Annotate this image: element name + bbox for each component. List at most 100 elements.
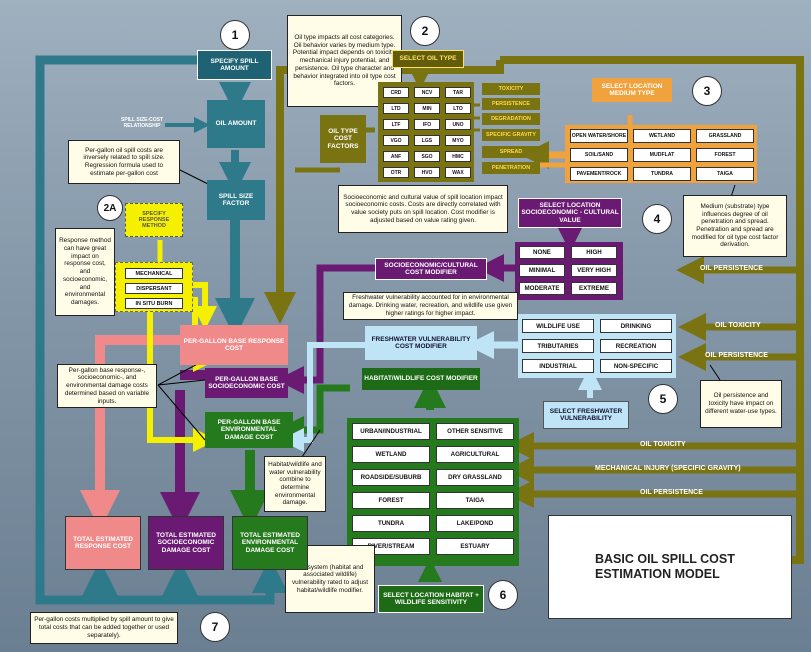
per-gallon-socio-box: PER-GALLON BASE SOCIOECONOMIC COST [205,368,288,398]
oil-type-cell: NCV [414,87,440,98]
medium-note: Medium (substrate) type influences degre… [683,195,787,257]
medium-type-cell: SOIL/SAND [570,148,628,162]
habitat-cell: ESTUARY [436,538,514,555]
oil-type-cell: HVO [414,167,440,178]
habitat-cell: WETLAND [352,446,430,463]
diagram-title: BASIC OIL SPILL COST ESTIMATION MODEL [595,552,735,581]
response-method-cell: MECHANICAL [125,268,183,279]
socio-value-cell: NONE [519,246,565,259]
oil-type-cell: OTR [383,167,409,178]
oil-property-tag: PERSISTENCE [482,98,540,110]
freshwater-use-cell: DRINKING [600,319,672,333]
step-6: 6 [488,580,518,610]
oil-type-cell: VGO [383,135,409,146]
step-2: 2 [410,16,440,46]
oil-type-cell: IFO [414,119,440,130]
habitat-cell: TUNDRA [352,515,430,532]
flow-mech-injury: MECHANICAL INJURY (SPECIFIC GRAVITY) [595,465,741,472]
select-location-socio-box: SELECT LOCATION SOCIOECONOMIC - CULTURAL… [518,198,622,228]
oil-property-tag: PENETRATION [482,162,540,174]
medium-type-cell: OPEN WATER/SHORE [570,129,628,143]
per-gallon-env-box: PER-GALLON BASE ENVIRONMENTAL DAMAGE COS… [205,412,293,448]
response-note: Response method can have great impact on… [55,228,115,316]
oil-type-cell: CRD [383,87,409,98]
spill-size-cost-label: SPILL SIZE-COST RELATIONSHIP [120,117,164,129]
habitat-cell: FOREST [352,492,430,509]
oil-amount-box: OIL AMOUNT [207,100,265,148]
total-socio-box: TOTAL ESTIMATED SOCIOECONOMIC DAMAGE COS… [148,516,224,570]
flow-oil-persistence-1: OIL PERSISTENCE [700,265,763,272]
select-oil-type-box: SELECT OIL TYPE [392,50,464,68]
specify-spill-amount-box: SPECIFY SPILL AMOUNT [197,50,272,80]
title-box: BASIC OIL SPILL COST ESTIMATION MODEL [548,515,792,619]
oil-type-cost-factors-box: OIL TYPE COST FACTORS [320,115,366,163]
medium-type-cell: PAVEMENT/ROCK [570,167,628,181]
response-method-panel: MECHANICAL DISPERSANT IN SITU BURN [115,262,193,312]
freshwater-use-cell: RECREATION [600,339,672,353]
socio-value-cell: EXTREME [571,282,617,295]
habitat-cell: TAIGA [436,492,514,509]
medium-type-cell: FOREST [696,148,754,162]
persist-tox-note: Oil persistence and toxicity have impact… [700,380,782,428]
oil-type-cell: LTO [445,103,471,114]
medium-type-cell: GRASSLAND [696,129,754,143]
step-4: 4 [642,204,672,234]
oil-type-cell: HMC [445,151,471,162]
oil-type-cell: TAR [445,87,471,98]
habitat-panel: URBAN/INDUSTRIAL OTHER SENSITIVE WETLAND AG… [347,418,519,566]
freshwater-note: Freshwater vulnerability accounted for i… [343,292,518,320]
socio-note: Socioeconomic and cultural value of spil… [338,185,508,233]
freshwater-use-cell: NON-SPECIFIC [600,359,672,373]
socio-value-cell: HIGH [571,246,617,259]
freshwater-use-cell: WILDLIFE USE [522,319,594,333]
oil-type-cell: LGS [414,135,440,146]
step-1: 1 [220,20,250,50]
oil-property-tag: SPREAD [482,146,540,158]
total-env-box: TOTAL ESTIMATED ENVIRONMENTAL DAMAGE COS… [232,516,308,570]
flow-oil-persistence-3: OIL PERSISTENCE [640,489,703,496]
oil-type-cell: MYO [445,135,471,146]
habitat-cost-modifier-box: HABITAT/WILDLIFE COST MODIFIER [362,368,480,390]
step-3: 3 [692,76,722,106]
habitat-cell: LAKE/POND [436,515,514,532]
medium-type-cell: WETLAND [633,129,691,143]
habitat-cell: DRY GRASSLAND [436,469,514,486]
socio-value-cell: MODERATE [519,282,565,295]
habitat-combine-note: Habitat/wildlife and water vulnerability… [264,456,326,512]
flow-oil-toxicity-2: OIL TOXICITY [640,441,686,448]
step-7: 7 [200,612,230,642]
step-5: 5 [648,384,678,414]
select-location-habitat-box: SELECT LOCATION HABITAT + WILDLIFE SENSI… [378,585,484,613]
step-2a: 2A [97,195,123,221]
response-method-cell: DISPERSANT [125,283,183,294]
habitat-cell: ROADSIDE/SUBURB [352,469,430,486]
habitat-cell: OTHER SENSITIVE [436,423,514,440]
medium-type-panel: OPEN WATER/SHORE WETLAND GRASSLAND SOIL/SAN… [565,125,757,183]
total-response-box: TOTAL ESTIMATED RESPONSE COST [65,516,141,570]
oil-type-cell: SGO [414,151,440,162]
response-method-cell: IN SITU BURN [125,298,183,309]
flow-oil-persistence-2: OIL PERSISTENCE [705,352,768,359]
freshwater-use-cell: INDUSTRIAL [522,359,594,373]
habitat-cell: AGRICULTURAL [436,446,514,463]
specify-response-method-box: SPECIFY RESPONSE METHOD [125,203,183,237]
habitat-cell: URBAN/INDUSTRIAL [352,423,430,440]
oil-property-tag: DEGRADATION [482,113,540,125]
oil-type-cell: UNO [445,119,471,130]
socio-cost-modifier-box: SOCIOECONOMIC/CULTURAL COST MODIFIER [375,258,487,280]
per-gallon-response-box: PER-GALLON BASE RESPONSE COST [180,325,288,365]
select-freshwater-box: SELECT FRESHWATER VULNERABILITY [543,401,629,429]
oil-type-cell: LTD [383,103,409,114]
freshwater-cost-modifier-box: FRESHWATER VULNERABILITY COST MODIFIER [365,326,477,360]
medium-type-cell: TAIGA [696,167,754,181]
oil-type-cell: ANF [383,151,409,162]
socio-value-cell: MINIMAL [519,264,565,277]
oil-property-tag: SPECIFIC GRAVITY [482,129,540,141]
per-gallon-note: Per-gallon oil spill costs are inversely… [68,140,180,184]
select-location-medium-box: SELECT LOCATION MEDIUM TYPE [592,78,672,102]
oil-property-tag: TOXICITY [482,83,540,95]
